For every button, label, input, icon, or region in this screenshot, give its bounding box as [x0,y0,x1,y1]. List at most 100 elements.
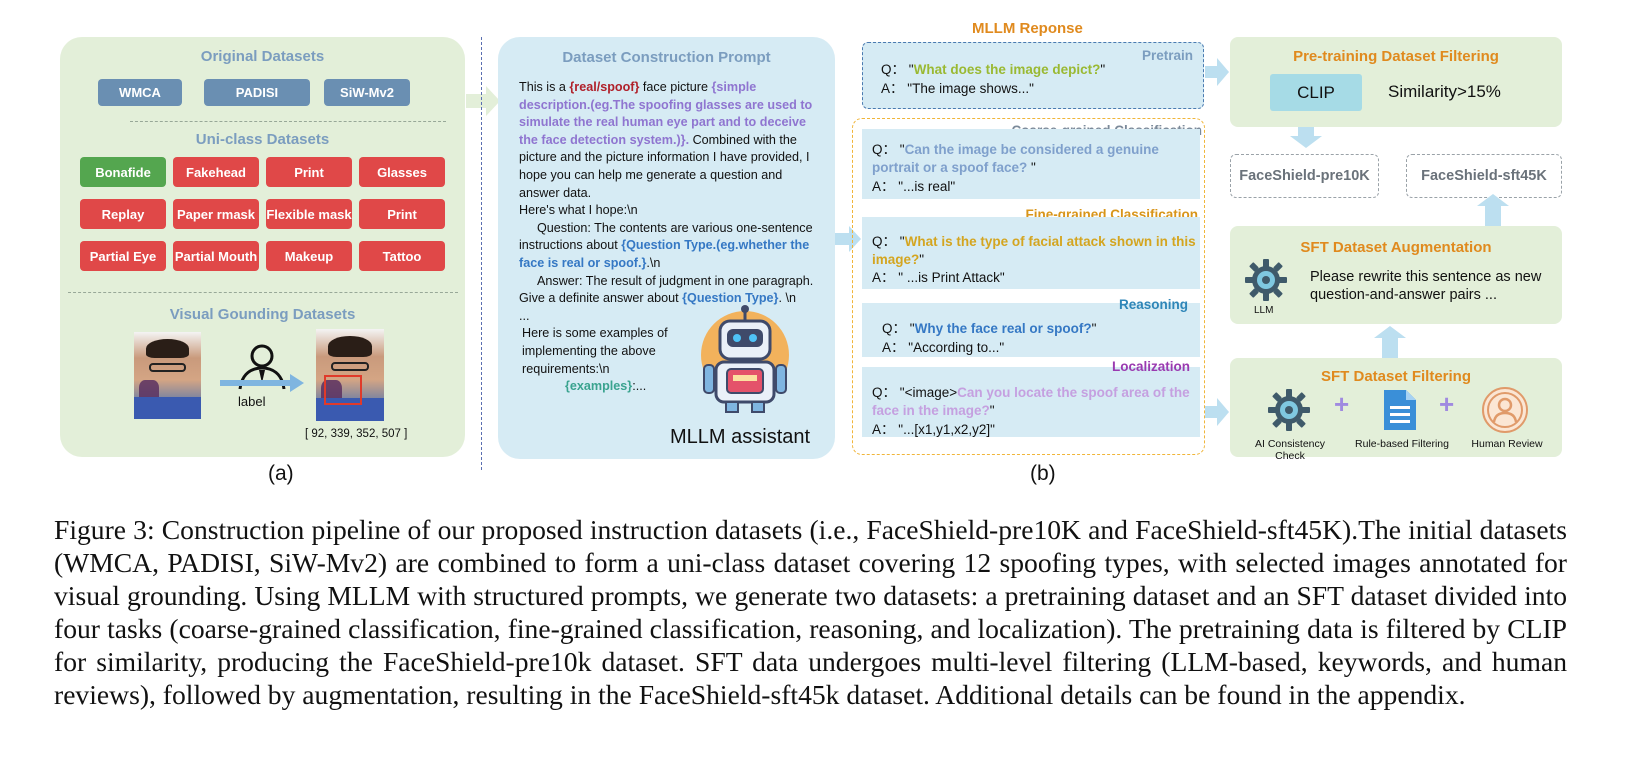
quote: " [1027,160,1036,175]
question-text: Can the image be considered a genuine po… [872,142,1159,175]
localization-question: Q： "<image>Can you locate the spoof area… [872,384,1197,419]
uni-class-chip: Partial Mouth [173,241,259,271]
flow-arrow-icon [1298,127,1314,136]
fine-question: Q： "What is the type of facial attack sh… [872,233,1197,268]
prompt-tag: {Question Type} [682,291,778,305]
original-datasets-panel: Original Datasets WMCA PADISI SiW-Mv2 Un… [60,37,465,457]
fine-answer: A： " ...is Print Attack" [872,269,1005,287]
coarse-question: Q： "Can the image be considered a genuin… [872,141,1197,176]
panel-separator [481,37,482,470]
faceshield-sft45k-dataset: FaceShield-sft45K [1406,154,1562,198]
sft-response-box: Coarse-grained Classification Q： "Can th… [852,118,1205,455]
flow-arrow-icon [1382,338,1398,358]
a-prefix: A： [872,270,895,285]
sft-filtering-title: SFT Dataset Filtering [1230,368,1562,385]
face-image-original [134,332,201,419]
uni-class-chip: Replay [80,199,166,229]
faceshield-pre10k-dataset: FaceShield-pre10K [1230,154,1379,198]
prompt-title: Dataset Construction Prompt [498,49,835,66]
prompt-text: :... [632,379,646,393]
filter-label: Rule-based Filtering [1352,438,1452,450]
a-prefix: A： [881,81,904,96]
question-text: Why the face real or spoof? [915,321,1092,336]
coarse-card: Q： "Can the image be considered a genuin… [862,129,1200,199]
q-prefix: Q： [872,142,896,157]
prompt-text: Here's what I hope:\n [519,203,638,217]
reasoning-question: Q： "Why the face real or spoof?" [882,320,1096,338]
quote: " [990,403,995,418]
similarity-threshold: Similarity>15% [1388,82,1501,102]
prompt-tag: {examples} [565,379,632,393]
quote: " [1100,62,1105,77]
prompt-tag: {real/spoof} [569,80,639,94]
mllm-response-title: MLLM Reponse [972,20,1083,37]
uni-class-chip: Bonafide [80,157,166,187]
prompt-examples-line: Here is some examples of implementing th… [519,325,689,378]
q-prefix: Q： [882,321,906,336]
uni-class-chip: Print [266,157,352,187]
document-icon [1382,388,1418,432]
reasoning-card: Reasoning Q： "Why the face real or spoof… [862,303,1200,357]
uni-class-chip: Tattoo [359,241,445,271]
flow-arrow-icon [1374,326,1406,338]
divider [130,121,446,122]
quote: " [1092,321,1097,336]
a-prefix: A： [882,340,905,355]
prompt-text: This is a [519,80,569,94]
bbox-coordinates: [ 92, 339, 352, 507 ] [305,428,407,440]
q-prefix: Q： [881,62,905,77]
uni-class-chip: Print [359,199,445,229]
prompt-text: Here is some examples of implementing th… [522,326,668,375]
pretrain-filter-box: Pre-training Dataset Filtering CLIP Simi… [1230,37,1562,127]
prompt-text: face picture [639,80,711,94]
assistant-label: MLLM assistant [670,426,810,449]
dataset-chip-wmca: WMCA [98,79,182,106]
llm-label: LLM [1254,305,1273,316]
sft-augmentation-title: SFT Dataset Augmentation [1230,239,1562,256]
sft-filtering-box: SFT Dataset Filtering + + AI Consistency… [1230,358,1562,457]
dataset-chip-padisi: PADISI [204,79,310,106]
flow-arrow-icon [466,86,500,116]
flow-arrow-icon [1205,58,1229,86]
uni-class-chip: Fakehead [173,157,259,187]
flow-arrow-icon [1477,194,1509,206]
uni-class-chip: Partial Eye [80,241,166,271]
quote: "<image> [900,385,957,400]
panel-b-label: (b) [1030,462,1056,486]
clip-block: CLIP [1270,74,1362,111]
reasoning-label: Reasoning [1119,297,1188,312]
original-datasets-title: Original Datasets [60,48,465,65]
answer-text: "The image shows..." [907,81,1034,96]
arrow-label: label [238,394,265,409]
pretrain-answer: A： "The image shows..." [881,80,1034,98]
flow-arrow-icon [1205,398,1229,426]
llm-gear-icon [1244,258,1288,302]
answer-text: "According to..." [908,340,1004,355]
sft-augmentation-box: SFT Dataset Augmentation LLM Please rewr… [1230,226,1562,324]
prompt-text: .\n [646,256,660,270]
panel-a-label: (a) [268,462,294,486]
flow-arrow-icon [1290,136,1322,148]
answer-text: "...is real" [898,179,955,194]
plus-icon: + [1334,389,1349,420]
bounding-box [324,375,362,405]
prompt-text: . \n [778,291,796,305]
a-prefix: A： [872,179,895,194]
robot-icon [698,305,792,415]
a-prefix: A： [872,422,895,437]
pretrain-label: Pretrain [1142,48,1193,63]
question-text: What does the image depict? [914,62,1101,77]
uni-class-chip: Paper rmask [173,199,259,229]
answer-text: " ...is Print Attack" [898,270,1004,285]
dataset-chip-siwmv2: SiW-Mv2 [324,79,410,106]
pretrain-response-box: Pretrain Q： "What does the image depict?… [862,42,1204,109]
human-review-icon [1481,386,1529,434]
localization-answer: A： "...[x1,y1,x2,y2]" [872,421,995,439]
pretrain-question: Q： "What does the image depict?" [881,61,1105,79]
localization-label: Localization [1112,359,1190,374]
visual-grounding-title: Visual Gounding Datasets [60,306,465,323]
fine-card: Q： "What is the type of facial attack sh… [862,217,1200,289]
answer-text: "...[x1,y1,x2,y2]" [898,422,995,437]
prompt-text: ... [519,309,530,323]
q-prefix: Q： [872,234,896,249]
